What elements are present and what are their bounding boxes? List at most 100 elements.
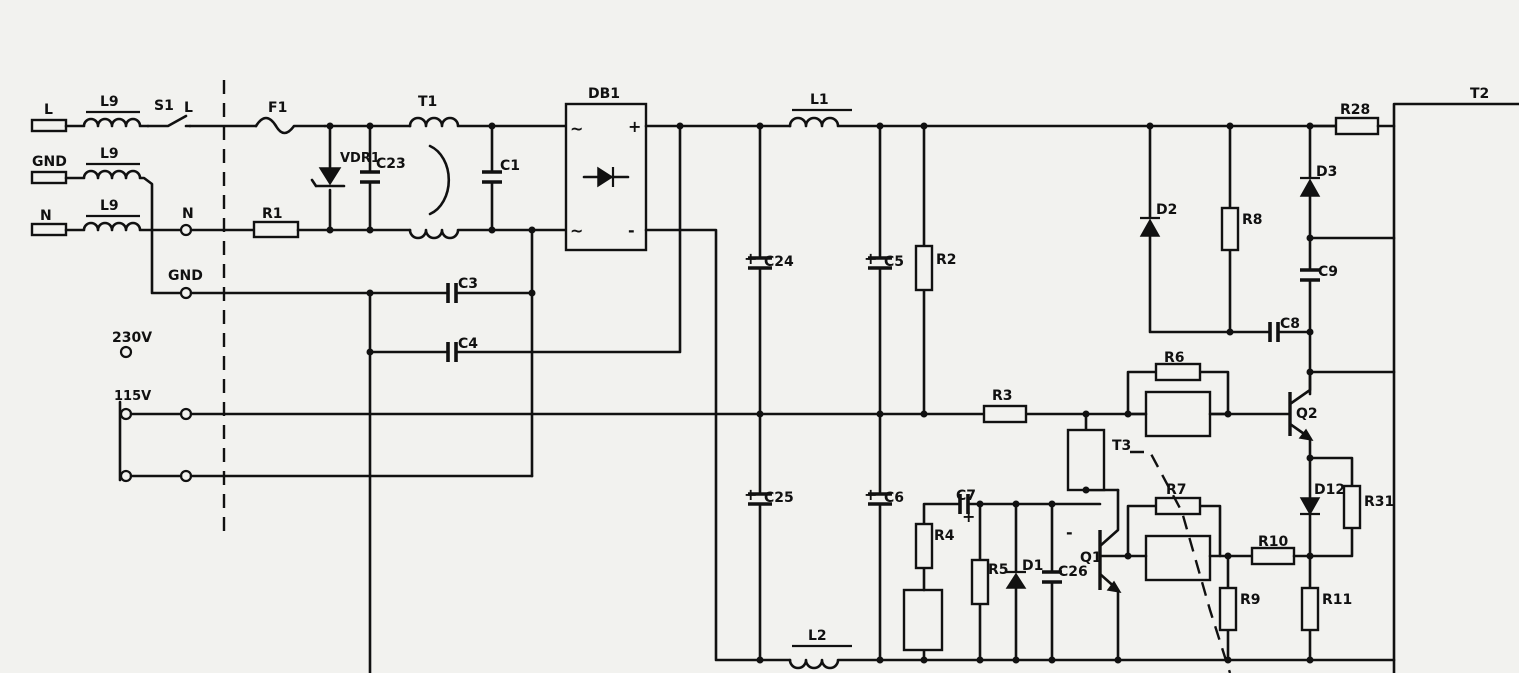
db1-plus: + xyxy=(628,117,641,136)
transistor-q2 xyxy=(1288,370,1314,460)
label-c7: C7 xyxy=(956,488,976,504)
label-s1-l: L xyxy=(184,100,193,116)
terminal-l xyxy=(30,118,68,133)
inductor-l1 xyxy=(788,108,882,128)
resistor-r1 xyxy=(252,220,300,239)
label-c9: C9 xyxy=(1318,264,1338,280)
resistor-r3 xyxy=(982,404,1028,424)
label-r4: R4 xyxy=(934,528,955,544)
label-r9: R9 xyxy=(1240,592,1261,608)
label-r10: R10 xyxy=(1258,534,1289,550)
label-q2: Q2 xyxy=(1296,406,1318,422)
terminal-lower-right xyxy=(179,469,193,483)
component-block-r6 xyxy=(1144,390,1212,438)
label-d1: D1 xyxy=(1022,558,1043,574)
label-n: N xyxy=(40,208,52,224)
label-l1: L1 xyxy=(810,92,829,108)
c5-plus-sign: + xyxy=(864,249,877,268)
resistor-r2 xyxy=(914,244,934,292)
label-c23: C23 xyxy=(376,156,406,172)
db1-minus: - xyxy=(628,221,635,240)
choke-t1 xyxy=(408,116,494,240)
label-db1: DB1 xyxy=(588,86,620,102)
switch-terminal-gnd xyxy=(179,286,193,300)
label-c4: C4 xyxy=(458,336,478,352)
label-s1-gnd: GND xyxy=(168,268,203,284)
switch-s1 xyxy=(146,114,192,128)
capacitor-c1 xyxy=(482,124,502,232)
component-block-q1 xyxy=(1066,428,1106,492)
label-r3: R3 xyxy=(992,388,1013,404)
resistor-r10 xyxy=(1250,546,1296,566)
label-vdr1: VDR1 xyxy=(340,151,380,166)
capacitor-c9 xyxy=(1300,268,1320,282)
resistor-r5 xyxy=(970,558,990,606)
resistor-r9 xyxy=(1218,586,1238,632)
capacitor-c23 xyxy=(360,124,380,232)
capacitor-c6 xyxy=(868,492,892,506)
label-r5: R5 xyxy=(988,562,1009,578)
diode-d12 xyxy=(1299,456,1321,590)
label-l9-top: L9 xyxy=(100,94,119,110)
label-c6: C6 xyxy=(884,490,904,506)
resistor-r8 xyxy=(1220,206,1240,252)
transistor-q1 xyxy=(1098,488,1122,662)
terminal-115v-right xyxy=(179,407,193,421)
label-q1: Q1 xyxy=(1080,550,1102,566)
label-c8: C8 xyxy=(1280,316,1300,332)
label-r7: R7 xyxy=(1166,482,1187,498)
label-r2: R2 xyxy=(936,252,957,268)
label-gnd: GND xyxy=(32,154,67,170)
resistor-r6 xyxy=(1154,362,1202,382)
label-f1: F1 xyxy=(268,100,287,116)
label-s1: S1 xyxy=(154,98,174,114)
component-block-r7 xyxy=(1144,534,1212,582)
component-block-lower xyxy=(902,588,944,652)
resistor-r4 xyxy=(914,522,934,570)
label-c1: C1 xyxy=(500,158,520,174)
transformer-t2-winding xyxy=(1392,102,1519,673)
capacitor-c25 xyxy=(748,492,772,506)
terminal-n xyxy=(30,222,68,237)
label-115v: 115V xyxy=(114,389,151,404)
label-c24: C24 xyxy=(764,254,794,270)
label-r1: R1 xyxy=(262,206,283,222)
label-t3: T3 xyxy=(1112,438,1131,454)
label-r8: R8 xyxy=(1242,212,1263,228)
label-t2: T2 xyxy=(1470,86,1489,102)
c25-plus-sign: + xyxy=(744,485,757,504)
label-d12: D12 xyxy=(1314,482,1345,498)
diode-d1 xyxy=(1005,502,1027,662)
label-s1-n: N xyxy=(182,206,194,222)
q1-minus-sign: - xyxy=(1066,523,1073,542)
label-r11: R11 xyxy=(1322,592,1352,608)
c24-plus-sign: + xyxy=(744,249,757,268)
label-d3: D3 xyxy=(1316,164,1337,180)
terminal-lower-left xyxy=(119,469,133,483)
label-r28: R28 xyxy=(1340,102,1370,118)
label-c26: C26 xyxy=(1058,564,1088,580)
label-r6: R6 xyxy=(1164,350,1185,366)
switch-terminal-n xyxy=(179,223,193,237)
terminal-115v xyxy=(119,407,133,421)
db1-ac-left-bottom: ~ xyxy=(570,221,583,240)
c6-plus-sign: + xyxy=(864,485,877,504)
label-d2: D2 xyxy=(1156,202,1177,218)
label-l: L xyxy=(44,102,53,118)
fuse-f1 xyxy=(254,116,327,135)
bridge-rectifier-db1 xyxy=(564,102,648,252)
label-r31: R31 xyxy=(1364,494,1394,510)
label-l2: L2 xyxy=(808,628,827,644)
resistor-r11 xyxy=(1300,586,1320,632)
resistor-r28 xyxy=(1334,116,1380,136)
terminal-230v xyxy=(119,345,133,359)
junction-dots xyxy=(326,122,1314,664)
terminal-gnd xyxy=(30,170,68,185)
db1-ac-left-top: ~ xyxy=(570,119,583,138)
c7-plus-sign: + xyxy=(962,507,975,526)
capacitor-c26 xyxy=(1042,502,1062,662)
label-c3: C3 xyxy=(458,276,478,292)
capacitor-c5 xyxy=(868,256,892,270)
